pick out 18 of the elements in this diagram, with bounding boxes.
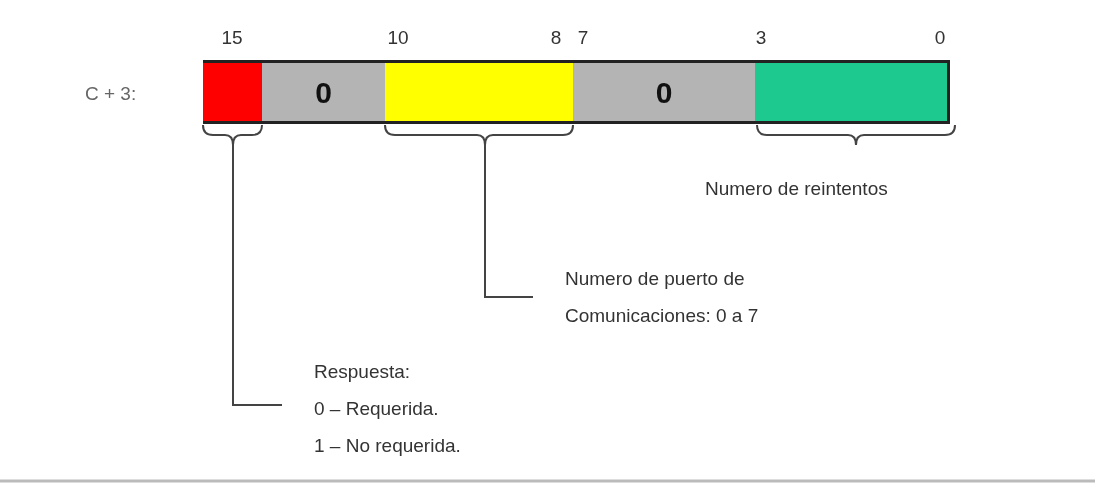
bit-number: 10 (387, 26, 409, 50)
bit-number: 15 (221, 26, 243, 50)
note-text: 1 – No requerida. (314, 434, 462, 458)
bit-field (203, 60, 262, 124)
bit-field (755, 60, 950, 124)
bit-number: 3 (755, 26, 767, 50)
bit-field (385, 60, 573, 124)
leader-line (202, 124, 283, 406)
bit-number: 0 (934, 26, 946, 50)
bit-field: 0 (262, 60, 385, 124)
bit-field: 0 (573, 60, 755, 124)
bit-number: 7 (577, 26, 589, 50)
note-text: Respuesta: (314, 360, 412, 384)
register-label: C + 3: (85, 82, 137, 106)
bit-number: 8 (550, 26, 562, 50)
note-text: Numero de puerto de Comunicaciones: 0 a 7 (565, 267, 760, 328)
note-text: 0 – Requerida. (314, 397, 440, 421)
field-label: Numero de reintentos (705, 177, 888, 201)
